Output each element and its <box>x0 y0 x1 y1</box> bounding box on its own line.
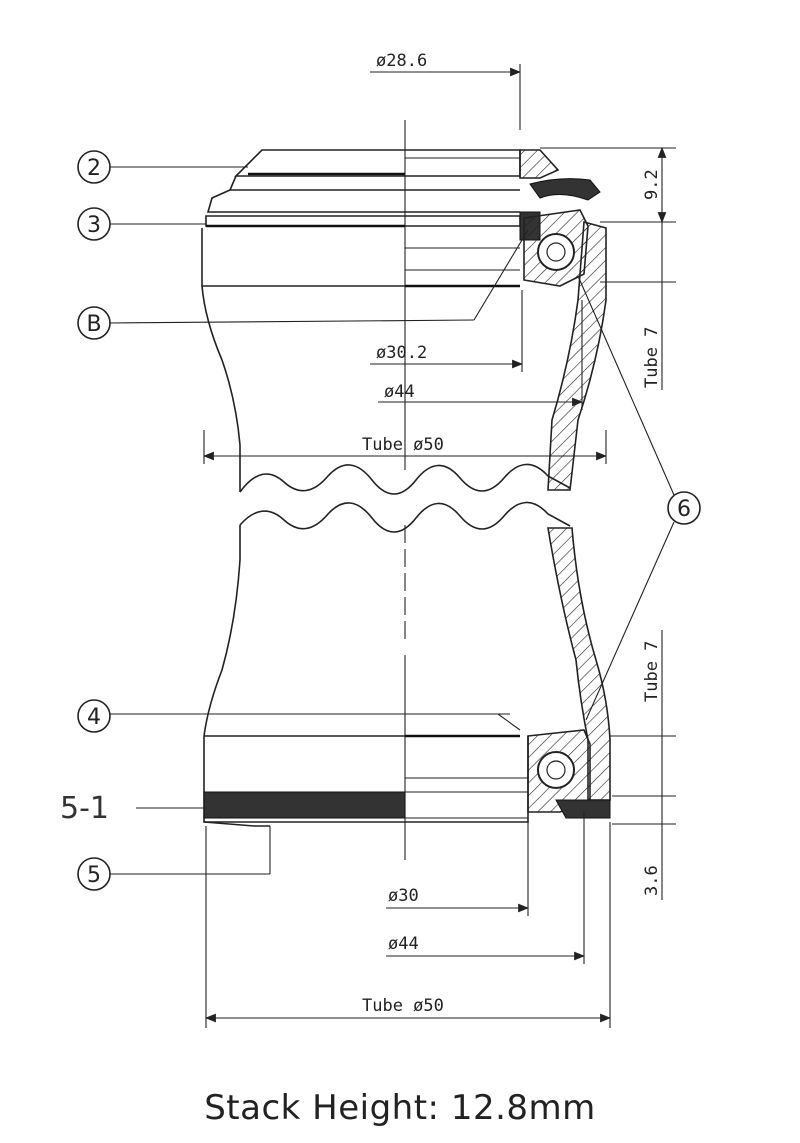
svg-text:5: 5 <box>87 863 101 888</box>
top-cup-wall <box>547 220 607 491</box>
callout-4: 4 <box>77 699 521 733</box>
dimension-lines <box>202 64 676 1028</box>
lower-head-tube <box>203 525 520 738</box>
callout-6: 6 <box>577 275 701 721</box>
svg-text:5-1: 5-1 <box>60 791 109 826</box>
dim-top-race: ø30.2 <box>376 343 427 363</box>
top-compression-ring-part-3 <box>205 211 541 241</box>
dim-top-tube: Tube ø50 <box>362 435 444 455</box>
break-lines <box>239 463 571 533</box>
svg-text:6: 6 <box>677 497 691 522</box>
callout-5-1: 5-1 <box>60 791 204 826</box>
dim-bottom-bearing-od: ø44 <box>388 934 419 954</box>
dim-top-cup-inner: ø28.6 <box>376 51 427 71</box>
top-seal-cap <box>529 178 601 201</box>
lower-cup-wall <box>547 527 611 801</box>
svg-text:4: 4 <box>87 705 101 730</box>
dim-top-tube-depth: Tube 7 <box>642 327 662 388</box>
svg-text:2: 2 <box>87 156 101 181</box>
crown-race-part-5 <box>203 736 611 827</box>
dim-top-height: 9.2 <box>642 169 662 200</box>
svg-text:B: B <box>86 312 101 337</box>
dim-bottom-tube: Tube ø50 <box>362 996 444 1016</box>
svg-text:3: 3 <box>87 213 101 238</box>
dim-top-bearing-od: ø44 <box>384 382 415 402</box>
callout-B: B <box>77 229 529 340</box>
top-cap-part-2 <box>206 149 560 213</box>
callout-2: 2 <box>77 150 248 184</box>
dim-bottom-race: ø30 <box>388 886 419 906</box>
dim-bottom-height: 3.6 <box>642 865 662 896</box>
callout-3: 3 <box>77 207 206 241</box>
dim-bottom-tube-depth: Tube 7 <box>642 641 662 702</box>
top-bearing <box>523 209 589 287</box>
stack-height-caption: Stack Height: 12.8mm <box>204 1088 596 1128</box>
upper-head-tube <box>201 228 520 492</box>
callout-5: 5 <box>77 826 271 891</box>
